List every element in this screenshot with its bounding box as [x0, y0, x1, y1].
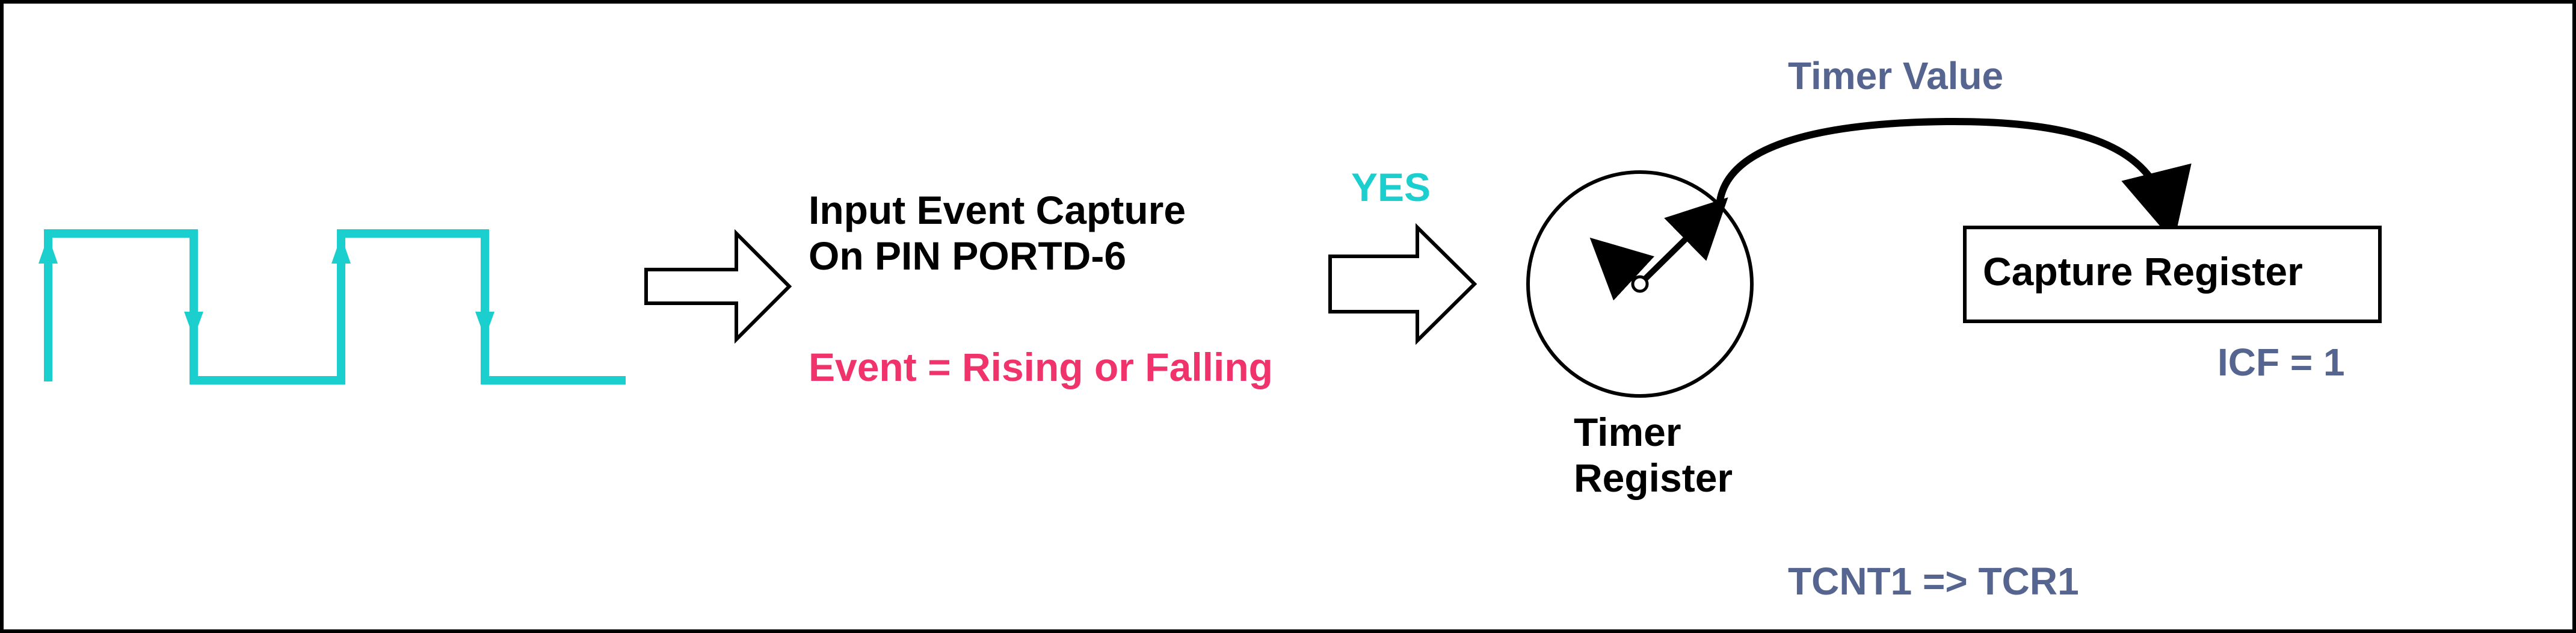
timer-register-label: Timer Register: [1574, 410, 1733, 501]
yes-arrow-icon: [1328, 223, 1478, 345]
input-capture-line-2: On PIN PORTD-6: [809, 233, 1127, 278]
input-capture-line-1: Input Event Capture: [809, 188, 1186, 232]
timer-value-curve-arrow: [1716, 117, 2192, 242]
timer-register-line-2: Register: [1574, 455, 1733, 500]
transfer-label: TCNT1 => TCR1: [1788, 560, 2079, 603]
rising-edge-arrow-icon: [39, 236, 58, 264]
timer-value-label: Timer Value: [1788, 54, 2004, 97]
input-arrow-icon: [644, 229, 792, 344]
input-capture-text: Input Event Capture On PIN PORTD-6: [809, 188, 1186, 279]
capture-register-box: [1963, 226, 2382, 323]
diagram-graphics: [39, 117, 2382, 398]
falling-edge-arrow-icon: [184, 312, 203, 338]
falling-edge-arrow-icon: [475, 312, 495, 338]
clock-icon: [1526, 170, 1754, 398]
square-wave-signal: [39, 229, 626, 384]
capture-register-label: Capture Register: [1983, 249, 2303, 294]
clock-pivot: [1631, 275, 1649, 293]
rising-edge-arrow-icon: [331, 236, 351, 264]
yes-label: YES: [1351, 165, 1431, 209]
icf-flag-label: ICF = 1: [2217, 341, 2345, 384]
timer-register-line-1: Timer: [1574, 410, 1681, 454]
event-condition-text: Event = Rising or Falling: [809, 345, 1273, 389]
